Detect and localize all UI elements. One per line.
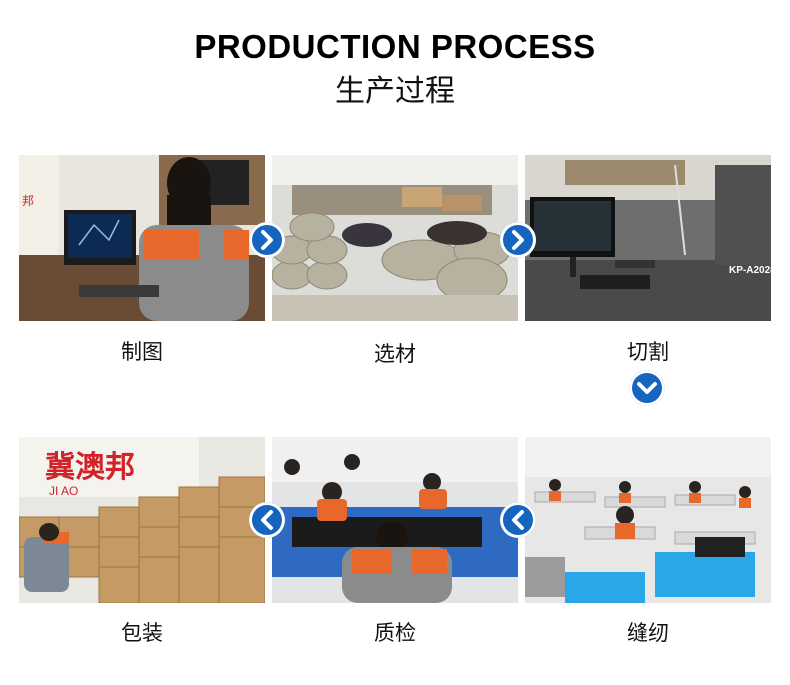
packaging-warehouse-photo: 冀澳邦 JI AO (19, 437, 265, 603)
warehouse-sign-text: 冀澳邦 (45, 450, 135, 485)
page-subtitle: 生产过程 (335, 74, 455, 109)
step-label-sewing: 缝纫 (627, 621, 669, 645)
drafting-photo: 邦 (19, 155, 265, 321)
chevron-left-icon (500, 502, 536, 538)
chevron-down-icon (629, 370, 665, 406)
svg-text:邦: 邦 (22, 194, 34, 208)
cutting-machine-photo: KP-A2028 (525, 155, 771, 321)
chevron-right-icon (249, 222, 285, 258)
page-title: PRODUCTION PROCESS (194, 28, 596, 65)
quality-check-photo (272, 437, 518, 603)
step-label-material: 选材 (374, 342, 416, 366)
step-label-drafting: 制图 (121, 340, 163, 364)
chevron-right-icon (500, 222, 536, 258)
warehouse-sign-latin: JI AO (49, 484, 78, 498)
sewing-workshop-photo (525, 437, 771, 603)
step-label-cutting: 切割 (627, 340, 669, 364)
machine-model-text: KP-A2028 (729, 265, 771, 276)
step-label-packaging: 包装 (121, 621, 163, 645)
chevron-left-icon (249, 502, 285, 538)
step-label-quality-check: 质检 (374, 621, 416, 645)
fabric-material-photo (272, 155, 518, 321)
